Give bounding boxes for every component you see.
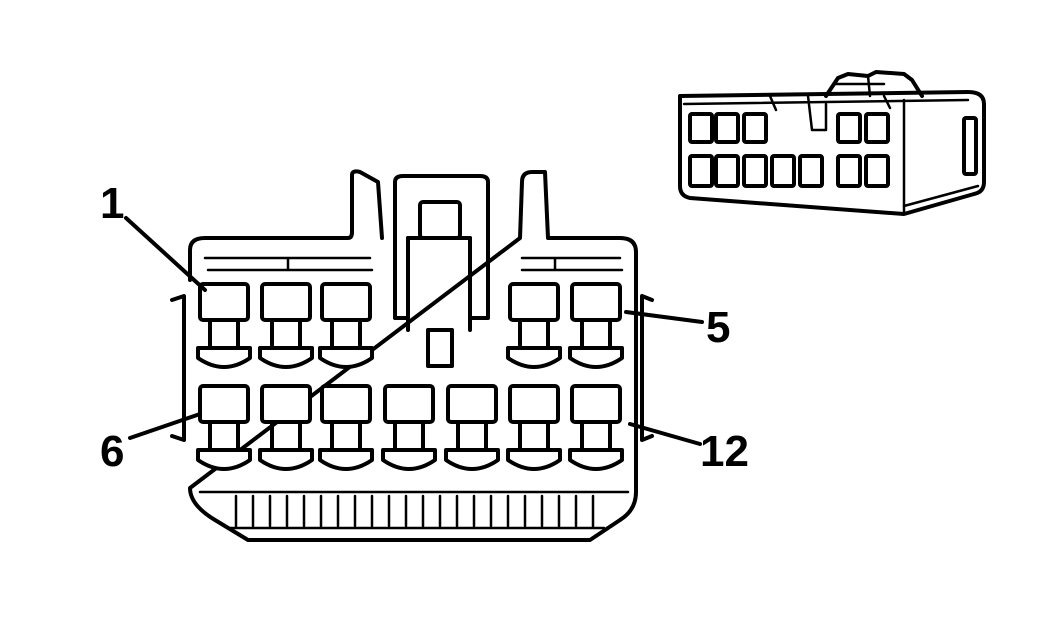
iso-cavity-top-3 (742, 112, 768, 144)
leader-line-pin-6 (128, 412, 202, 440)
iso-cavity-top-2 (714, 112, 740, 144)
iso-cavity-bottom-5 (798, 154, 824, 188)
latch-stem (406, 236, 472, 332)
iso-top-edge (682, 98, 970, 106)
latch-button (418, 200, 462, 240)
left-side-rib (170, 294, 186, 442)
pin-cavity-top-1 (196, 282, 252, 369)
connector-housing-outline (188, 169, 638, 542)
iso-cavity-top-5 (864, 112, 890, 144)
iso-cavity-bottom-4 (770, 154, 796, 188)
right-side-rib (640, 294, 654, 442)
top-inner-rail (203, 256, 624, 272)
pin-label-12: 12 (700, 427, 749, 476)
iso-latch (824, 70, 924, 98)
leader-line-pin-5 (624, 310, 704, 324)
pin-cavity-bottom-1 (196, 384, 252, 471)
pin-cavity-bottom-5 (444, 384, 500, 471)
iso-body-outline (678, 90, 986, 216)
bottom-comb-teeth (234, 494, 595, 528)
iso-cavity-top-1 (688, 112, 714, 144)
leader-line-pin-1 (124, 216, 207, 292)
iso-bottom-lip (902, 184, 980, 208)
pin-cavity-top-3 (318, 282, 374, 369)
iso-cavity-bottom-3 (742, 154, 768, 188)
connector-isometric-view (678, 70, 986, 216)
pin-label-6: 6 (100, 427, 124, 476)
pin-cavity-top-5 (568, 282, 624, 369)
pin-label-5: 5 (706, 303, 730, 352)
iso-cavity-bottom-1 (688, 154, 714, 188)
polarization-slot (426, 328, 454, 368)
pin-cavity-bottom-4 (381, 384, 437, 471)
iso-cavity-grid (688, 112, 890, 188)
connector-face-view (170, 169, 654, 542)
pin-cavity-top-2 (258, 282, 314, 369)
pin-label-1: 1 (100, 179, 124, 228)
pin-cavity-bottom-6 (506, 384, 562, 471)
pin-cavity-bottom-2 (258, 384, 314, 471)
iso-cavity-bottom-6 (836, 154, 862, 188)
pin-cavity-bottom-7 (568, 384, 624, 471)
iso-cavity-bottom-7 (864, 154, 890, 188)
iso-cavity-top-4 (836, 112, 862, 144)
pin-cavity-top-4 (506, 282, 562, 369)
iso-latch-detail (768, 74, 892, 132)
bottom-row-cavities (196, 384, 624, 471)
leader-line-pin-12 (628, 422, 702, 446)
iso-cavity-bottom-2 (714, 154, 740, 188)
pin-cavity-bottom-3 (318, 384, 374, 471)
iso-side-window (962, 116, 978, 176)
pin-callouts: 1 5 6 12 (100, 179, 749, 476)
top-row-cavities (196, 282, 624, 369)
